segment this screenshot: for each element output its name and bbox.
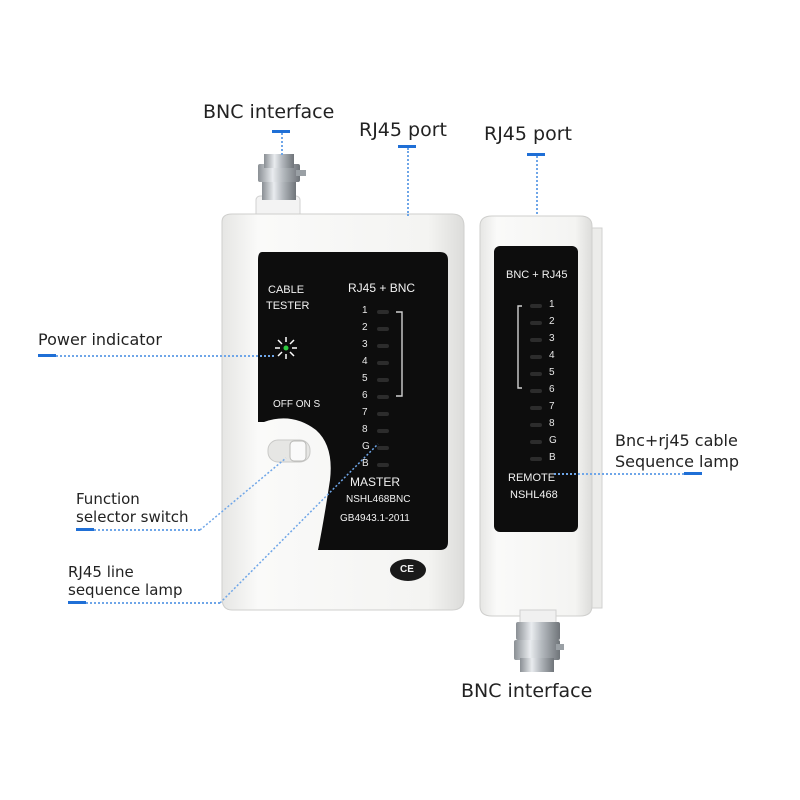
master-pin-label: 4 bbox=[362, 356, 368, 367]
callout-bnc-rj45-line1: Bnc+rj45 cable bbox=[615, 431, 738, 450]
master-pin-led bbox=[377, 344, 389, 348]
callout-bnc-interface-top: BNC interface bbox=[203, 101, 335, 123]
master-label-line1: CABLE bbox=[268, 284, 305, 296]
leader-line bbox=[536, 156, 538, 214]
remote-name: REMOTE bbox=[508, 472, 556, 484]
master-standard: GB4943.1-2011 bbox=[340, 513, 410, 524]
callout-underline bbox=[398, 145, 416, 148]
remote-pin-label: 8 bbox=[549, 418, 555, 429]
master-pin-label: G bbox=[362, 441, 370, 452]
remote-pin-label: 4 bbox=[549, 350, 555, 361]
remote-pin-led bbox=[530, 338, 542, 342]
callout-rj45-line2: sequence lamp bbox=[68, 581, 183, 599]
callout-function-line2: selector switch bbox=[76, 508, 189, 526]
remote-pin-label: 5 bbox=[549, 367, 555, 378]
master-pin-label: 2 bbox=[362, 322, 368, 333]
master-pin-led bbox=[377, 361, 389, 365]
remote-pin-led bbox=[530, 423, 542, 427]
master-pin-label: 7 bbox=[362, 407, 368, 418]
remote-pin-label: 3 bbox=[549, 333, 555, 344]
callout-underline bbox=[684, 472, 702, 475]
master-pin-label: 5 bbox=[362, 373, 368, 384]
callout-rj45-port-master: RJ45 port bbox=[359, 119, 447, 141]
remote-pin-led bbox=[530, 321, 542, 325]
remote-pin-led bbox=[530, 304, 542, 308]
remote-header: BNC + RJ45 bbox=[506, 269, 568, 281]
master-pin-led bbox=[377, 378, 389, 382]
callout-function-line1: Function bbox=[76, 490, 140, 508]
master-switch-label: OFF ON S bbox=[273, 399, 321, 410]
remote-pin-label: 6 bbox=[549, 384, 555, 395]
master-label-line2: TESTER bbox=[266, 300, 310, 312]
power-led bbox=[275, 337, 297, 359]
leader-line bbox=[407, 148, 409, 216]
callout-underline bbox=[527, 153, 545, 156]
callout-rj45-port-remote: RJ45 port bbox=[484, 123, 572, 145]
leader-line bbox=[94, 529, 200, 531]
callout-underline bbox=[272, 130, 290, 133]
remote-unit-shell bbox=[479, 215, 603, 617]
master-pin-label: B bbox=[362, 458, 369, 469]
leader-line bbox=[56, 355, 274, 357]
bnc-connector-bottom bbox=[514, 609, 564, 672]
master-pin-label: 6 bbox=[362, 390, 368, 401]
leader-line bbox=[554, 473, 684, 475]
remote-pin-led bbox=[530, 355, 542, 359]
master-pin-led bbox=[377, 429, 389, 433]
master-pin-label: 8 bbox=[362, 424, 368, 435]
remote-pin-label: G bbox=[549, 435, 557, 446]
master-pin-led bbox=[377, 327, 389, 331]
master-pin-label: 3 bbox=[362, 339, 368, 350]
master-model: NSHL468BNC bbox=[346, 494, 411, 505]
remote-pin-led bbox=[530, 440, 542, 444]
master-pin-led bbox=[377, 446, 389, 450]
callout-bnc-rj45-line2: Sequence lamp bbox=[615, 452, 739, 471]
leader-line bbox=[281, 133, 283, 155]
leader-line bbox=[86, 602, 220, 604]
master-pin-led bbox=[377, 310, 389, 314]
remote-pin-led bbox=[530, 389, 542, 393]
remote-pin-label: 1 bbox=[549, 299, 555, 310]
callout-underline bbox=[68, 601, 86, 604]
master-pin-label: 1 bbox=[362, 305, 368, 316]
remote-pin-led bbox=[530, 406, 542, 410]
master-header: RJ45 + BNC bbox=[348, 281, 416, 295]
callout-underline bbox=[76, 528, 94, 531]
ce-mark: CE bbox=[400, 564, 414, 575]
master-name: MASTER bbox=[350, 475, 401, 489]
callout-rj45-line1: RJ45 line bbox=[68, 563, 134, 581]
bnc-connector-top bbox=[255, 154, 306, 223]
remote-pin-led bbox=[530, 457, 542, 461]
master-pin-led bbox=[377, 395, 389, 399]
callout-underline bbox=[38, 354, 56, 357]
remote-pin-led bbox=[530, 372, 542, 376]
remote-model: NSHL468 bbox=[510, 489, 558, 501]
callout-power-indicator: Power indicator bbox=[38, 330, 162, 349]
callout-bnc-interface-bottom: BNC interface bbox=[461, 680, 593, 702]
remote-pin-label: B bbox=[549, 452, 556, 463]
master-pin-led bbox=[377, 412, 389, 416]
remote-pin-label: 2 bbox=[549, 316, 555, 327]
master-pin-led bbox=[377, 463, 389, 467]
master-unit-shell bbox=[221, 213, 465, 611]
remote-pin-label: 7 bbox=[549, 401, 555, 412]
